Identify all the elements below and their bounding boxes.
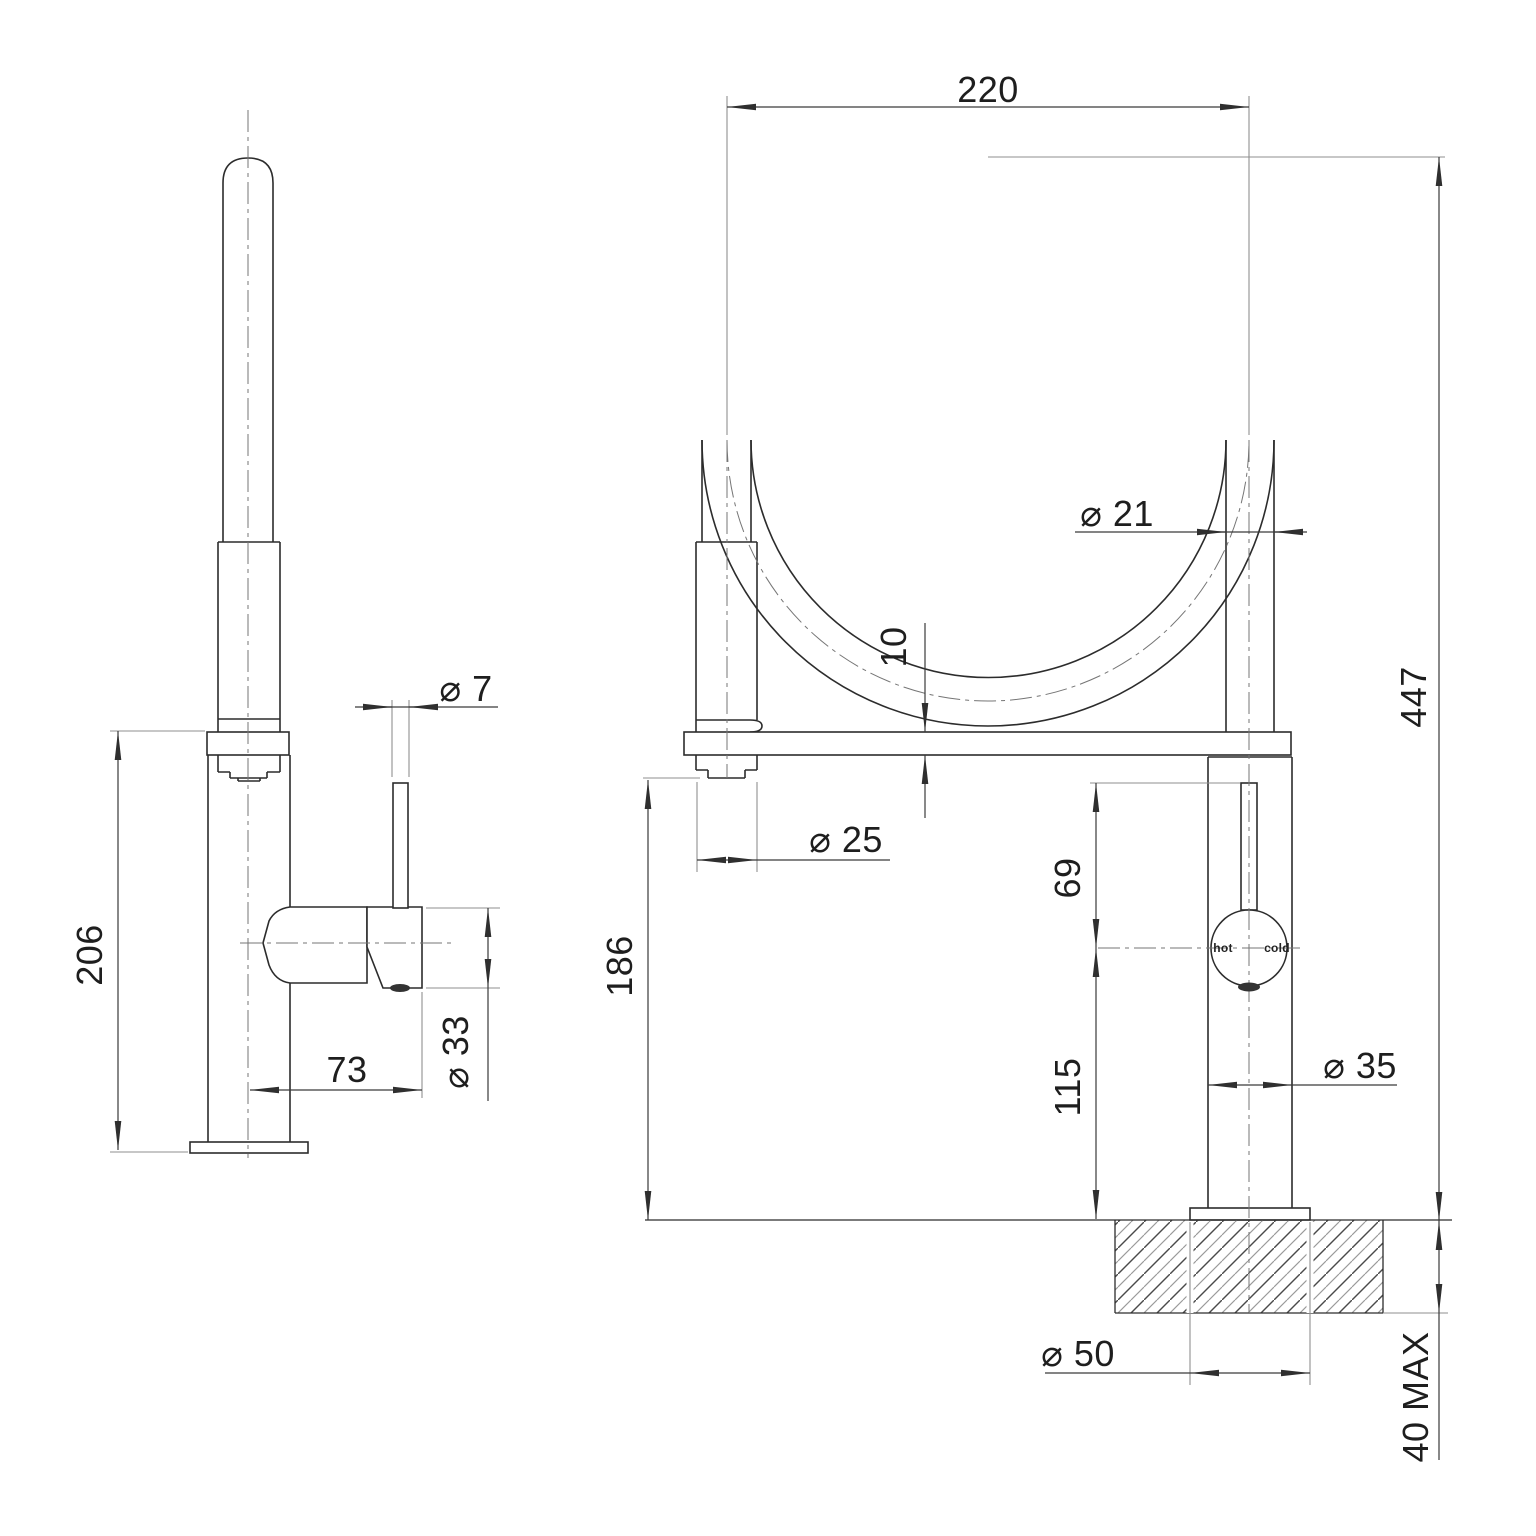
dim-115: 115: [1047, 948, 1100, 1219]
dim-label-diameter-7: ⌀ 7: [439, 668, 492, 709]
dim-10: 10: [873, 623, 929, 818]
dim-186: 186: [599, 777, 700, 1220]
dim-label-diameter-25: ⌀ 25: [809, 819, 883, 860]
front-arc-legs: [701, 440, 1275, 732]
dim-69: 69: [1047, 782, 1240, 948]
front-base-plate: [1189, 1207, 1311, 1221]
dim-206: 206: [69, 730, 205, 1153]
side-view-linework: [189, 157, 423, 1154]
dim-diameter-7: ⌀ 7: [355, 668, 498, 777]
hot-cold-indicator: hot cold: [1213, 941, 1290, 992]
dim-diameter-33: ⌀ 33: [426, 907, 500, 1101]
front-spray-ring: [695, 719, 763, 733]
side-indicator-dot: [390, 984, 410, 992]
dim-diameter-25: ⌀ 25: [696, 782, 890, 872]
dim-40-max: 40 MAX: [1383, 1221, 1448, 1463]
dim-label-diameter-35: ⌀ 35: [1323, 1045, 1397, 1086]
dim-diameter-35: ⌀ 35: [1208, 1045, 1397, 1089]
dim-label-10: 10: [873, 626, 914, 667]
dim-label-220: 220: [957, 69, 1019, 110]
front-holder-bar: [683, 731, 1292, 756]
cold-label: cold: [1264, 941, 1290, 955]
dim-label-115: 115: [1047, 1058, 1088, 1117]
dim-label-diameter-33: ⌀ 33: [435, 1015, 476, 1089]
side-lever-rod: [392, 782, 409, 909]
dim-label-diameter-50: ⌀ 50: [1041, 1333, 1115, 1374]
side-spray-nozzle: [217, 755, 281, 782]
dim-73: 73: [250, 992, 423, 1098]
hot-label: hot: [1213, 941, 1233, 955]
centerlines: [240, 110, 1302, 1313]
front-arc-outer: [701, 439, 1275, 727]
dial-indicator-mark: [1238, 982, 1260, 992]
side-base-plate: [189, 1141, 309, 1154]
dim-label-73: 73: [326, 1049, 367, 1090]
arc-centerline: [726, 439, 1250, 702]
side-handle-joint: [262, 906, 368, 984]
dim-label-69: 69: [1047, 857, 1088, 898]
dim-label-diameter-21: ⌀ 21: [1080, 493, 1154, 534]
dim-diameter-50: ⌀ 50: [1041, 1222, 1314, 1385]
dim-447: 447: [988, 156, 1445, 1221]
side-spray-sleeve: [217, 541, 281, 732]
front-body-column: [1207, 756, 1293, 1208]
side-handle-body: [366, 906, 423, 989]
front-arc-inner: [750, 439, 1227, 679]
dim-label-206: 206: [69, 924, 110, 986]
dim-label-447: 447: [1393, 666, 1434, 728]
dim-220: 220: [726, 69, 1250, 435]
dim-label-40-max: 40 MAX: [1395, 1331, 1436, 1462]
dim-label-186: 186: [599, 935, 640, 997]
dim-diameter-21: ⌀ 21: [1075, 493, 1307, 536]
front-spray-nozzle: [695, 755, 758, 779]
